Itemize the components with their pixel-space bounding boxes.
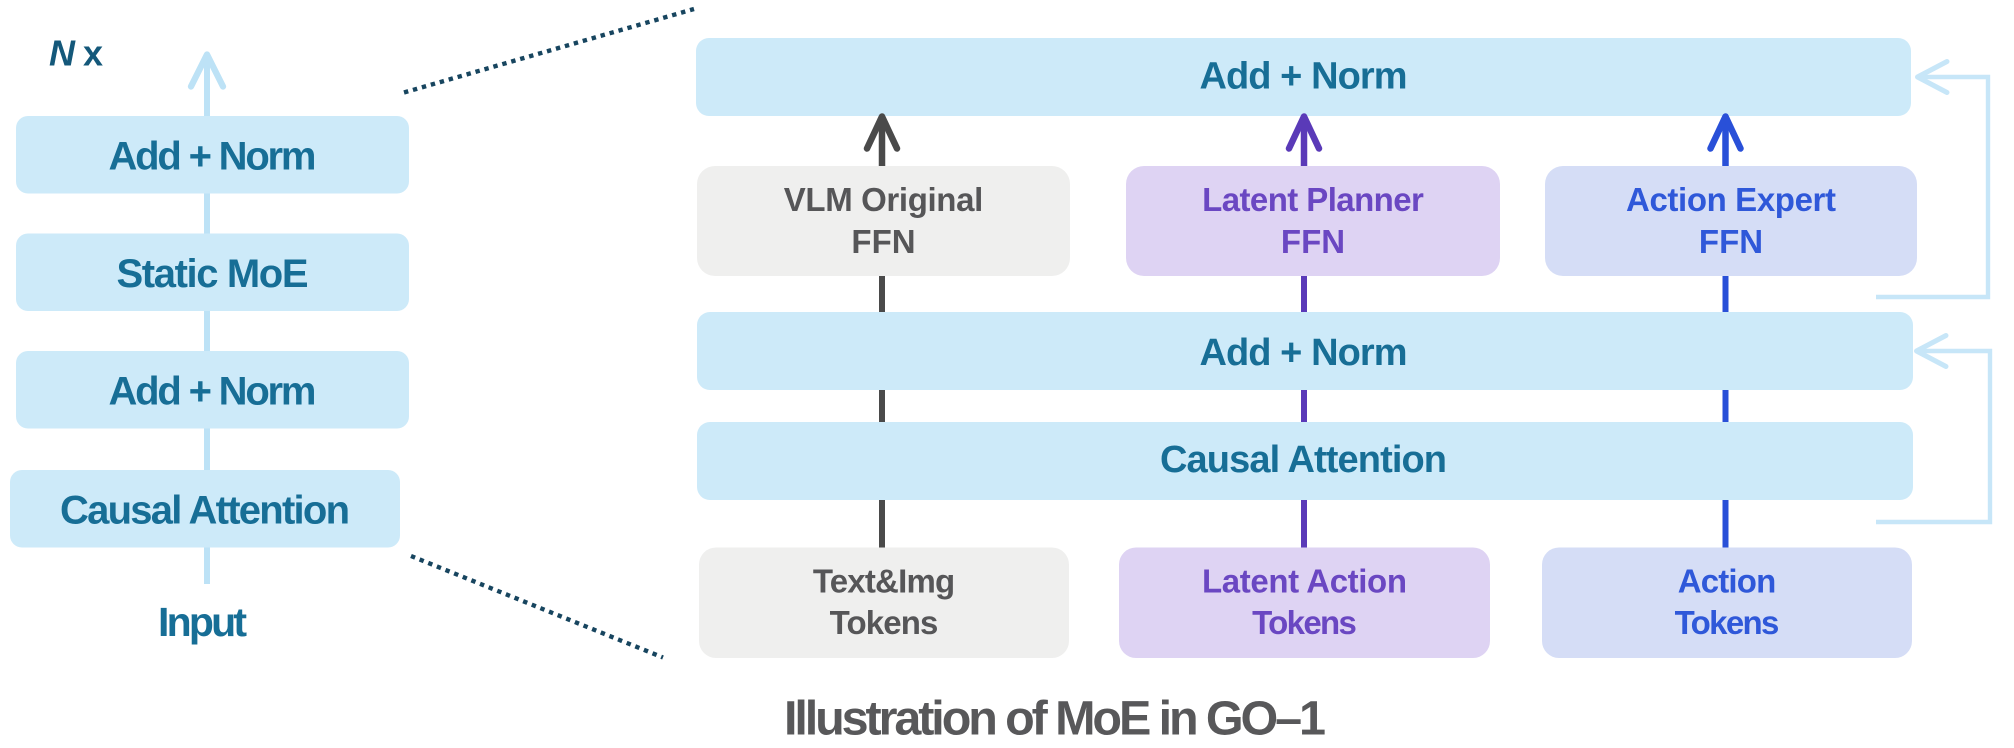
- svg-text:Tokens: Tokens: [1252, 604, 1357, 641]
- svg-text:Input: Input: [158, 599, 247, 645]
- svg-text:Action Expert: Action Expert: [1626, 181, 1836, 218]
- svg-text:Illustration of MoE in GO–1: Illustration of MoE in GO–1: [784, 692, 1326, 746]
- svg-text:Latent Action: Latent Action: [1202, 563, 1407, 600]
- svg-text:Action: Action: [1678, 563, 1777, 600]
- svg-text:VLM Original: VLM Original: [784, 181, 984, 218]
- svg-text:Static MoE: Static MoE: [117, 252, 309, 296]
- svg-text:FFN: FFN: [1281, 223, 1345, 260]
- svg-text:Causal Attention: Causal Attention: [60, 488, 350, 532]
- svg-text:FFN: FFN: [1699, 223, 1763, 260]
- svg-text:Tokens: Tokens: [830, 604, 939, 641]
- svg-text:Nx: Nx: [49, 33, 103, 74]
- svg-text:Causal Attention: Causal Attention: [1160, 439, 1447, 481]
- svg-text:Add + Norm: Add + Norm: [109, 369, 317, 413]
- svg-text:Tokens: Tokens: [1675, 604, 1780, 641]
- svg-text:Add + Norm: Add + Norm: [1200, 332, 1408, 374]
- svg-text:Add + Norm: Add + Norm: [1200, 56, 1408, 98]
- svg-text:Text&Img: Text&Img: [813, 563, 955, 600]
- svg-text:Add + Norm: Add + Norm: [109, 134, 317, 178]
- svg-text:Latent Planner: Latent Planner: [1202, 181, 1424, 218]
- svg-text:FFN: FFN: [851, 223, 915, 260]
